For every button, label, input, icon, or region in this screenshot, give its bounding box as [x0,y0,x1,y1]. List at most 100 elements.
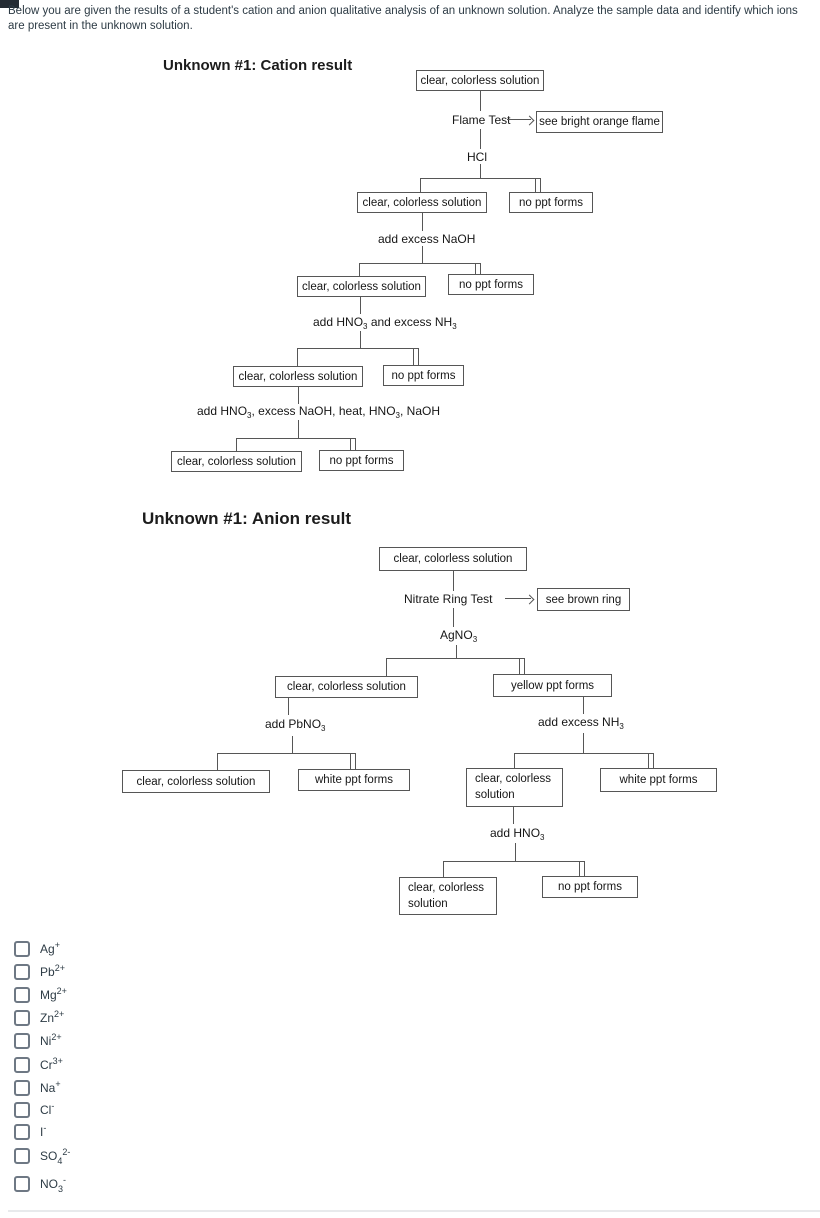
connector-line [480,164,481,178]
blocked-connector-line [535,178,541,192]
ion-label: Zn2+ [40,1009,65,1026]
nitrate-ring-test-label: Nitrate Ring Test [404,592,493,606]
anion-split-right-node: yellow ppt forms [493,674,612,697]
ion-checkbox[interactable] [14,987,30,1003]
hno3-right-node: no ppt forms [542,876,638,898]
connector-line [360,297,361,314]
ion-checkbox[interactable] [14,1176,30,1192]
ion-label: Ag+ [40,940,60,957]
ion-label: Mg2+ [40,986,67,1003]
ion-option-na[interactable]: Na+ [14,1080,154,1096]
ion-checkbox[interactable] [14,1124,30,1140]
blocked-connector-line [350,753,356,769]
connector-line [360,331,361,348]
reagent-label-nh3: add excess NH3 [538,715,624,731]
blocked-connector-line [413,348,419,365]
branch-line [420,178,541,179]
ring-test-result-node: see brown ring [537,588,630,611]
reagent-label-agno3: AgNO3 [440,628,478,644]
reagent-label-hcl: HCl [467,150,487,164]
ion-label: Na+ [40,1079,61,1096]
anion-root-node: clear, colorless solution [379,547,527,571]
cation-step4-right-node: no ppt forms [319,450,404,471]
cation-step4-left-node: clear, colorless solution [171,451,302,472]
corner-marker [0,0,19,8]
ion-checkbox[interactable] [14,1148,30,1164]
blocked-connector-line [475,263,481,274]
ion-option-cr[interactable]: Cr3+ [14,1057,154,1073]
branch-line [514,753,654,754]
connector-line [236,438,237,451]
ion-option-pb[interactable]: Pb2+ [14,964,154,980]
connector-line [453,571,454,591]
ion-label: SO42- [40,1147,71,1166]
connector-line [386,658,387,676]
connector-line [288,698,289,715]
branch-line [359,263,481,264]
arrow-right-icon [505,594,535,604]
connector-line [453,608,454,627]
branch-line [386,658,525,659]
ion-label: I- [40,1123,47,1140]
ion-option-i[interactable]: I- [14,1124,154,1140]
ion-checkbox[interactable] [14,1057,30,1073]
ion-option-so4[interactable]: SO42- [14,1147,154,1166]
question-prompt: Below you are given the results of a stu… [8,5,798,32]
ion-label: Cr3+ [40,1056,63,1073]
ion-checkbox[interactable] [14,1080,30,1096]
bottom-divider [8,1210,820,1212]
hno3-left-node: clear, colorless solution [399,877,497,915]
ion-checkbox[interactable] [14,1010,30,1026]
connector-line [422,213,423,231]
connector-line [515,843,516,861]
flame-test-label: Flame Test [452,113,511,127]
connector-line [583,697,584,714]
ion-label: Cl- [40,1101,55,1118]
flame-test-result-node: see bright orange flame [536,111,663,133]
branch-line [217,753,356,754]
connector-line [514,753,515,768]
ion-checkbox[interactable] [14,1102,30,1118]
blocked-connector-line [579,861,585,876]
reagent-label-naoh: add excess NaOH [378,232,476,246]
ion-label: NO3- [40,1175,67,1194]
connector-line [292,736,293,753]
cation-step3-right-node: no ppt forms [383,365,464,386]
ion-option-cl[interactable]: Cl- [14,1102,154,1118]
cation-step1-right-node: no ppt forms [509,192,593,213]
ion-label: Ni2+ [40,1032,62,1049]
connector-line [480,129,481,149]
branch-line [297,348,419,349]
ion-option-mg[interactable]: Mg2+ [14,987,154,1003]
ion-option-zn[interactable]: Zn2+ [14,1010,154,1026]
ion-checkbox[interactable] [14,964,30,980]
ion-checkbox[interactable] [14,941,30,957]
anion-split-left-node: clear, colorless solution [275,676,418,698]
reagent-label-sequence: add HNO3, excess NaOH, heat, HNO3, NaOH [197,404,440,420]
pbno3-left-node: clear, colorless solution [122,770,270,793]
arrow-right-icon [507,115,535,125]
ion-option-no3[interactable]: NO3- [14,1175,154,1194]
nh3-right-node: white ppt forms [600,768,717,792]
ion-checkbox[interactable] [14,1033,30,1049]
nh3-left-node: clear, colorless solution [466,768,563,807]
cation-chart-title: Unknown #1: Cation result [163,57,353,74]
pbno3-right-node: white ppt forms [298,769,410,791]
cation-root-node: clear, colorless solution [416,70,544,91]
cation-step2-right-node: no ppt forms [448,274,534,295]
ion-option-ag[interactable]: Ag+ [14,941,154,957]
blocked-connector-line [648,753,654,768]
blocked-connector-line [519,658,525,674]
anion-chart-title: Unknown #1: Anion result [142,509,352,528]
reagent-label-hno3: add HNO3 [490,826,545,842]
connector-line [583,733,584,753]
connector-line [217,753,218,770]
connector-line [420,178,421,192]
connector-line [513,807,514,824]
ion-label: Pb2+ [40,963,65,980]
cation-step3-left-node: clear, colorless solution [233,366,363,387]
reagent-label-pbno3: add PbNO3 [265,717,326,733]
branch-line [236,438,356,439]
ion-option-ni[interactable]: Ni2+ [14,1033,154,1049]
